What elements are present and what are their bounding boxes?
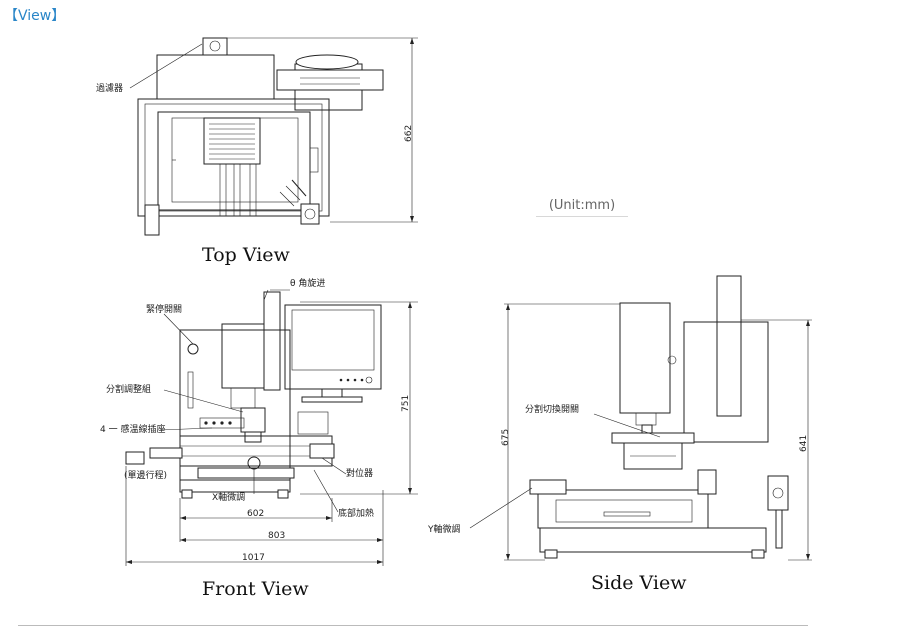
caption-front-view: Front View (202, 578, 309, 600)
front-x-knob (247, 456, 261, 470)
side-label-y-axis: Y軸微調 (427, 523, 461, 535)
front-label-emergency: 緊停開關 (146, 303, 182, 315)
front-monitor (284, 304, 382, 390)
top-right-foot (300, 203, 320, 225)
top-monitor-base (276, 69, 384, 91)
unit-note: (Unit:mm) (536, 198, 628, 217)
top-view-drawing: 662 過濾器 (96, 37, 418, 236)
front-column (263, 291, 281, 391)
side-view-drawing: 675 641 分割切換開關 Y軸微調 (427, 275, 812, 561)
front-view-drawing: 751 602 803 1017 θ 角旋进 緊停開關 分割調整組 4 一 感温… (100, 277, 418, 566)
side-side-handle (767, 475, 789, 511)
bottom-divider (18, 625, 808, 626)
front-label-split: 分割調整組 (106, 383, 151, 395)
front-label-sensor: 4 一 感温線插座 (100, 423, 165, 435)
front-label-stroke: (單邊行程) (124, 469, 167, 481)
top-dim-662: 662 (404, 125, 414, 142)
top-head-hatch (209, 123, 255, 160)
top-head (203, 117, 261, 165)
front-upper-head (221, 323, 265, 389)
front-dim-751: 751 (401, 395, 411, 412)
top-filter-knob (209, 40, 221, 52)
top-corner-hatch (291, 179, 307, 197)
front-label-x-axis: X軸微調 (212, 491, 245, 503)
top-back-housing (156, 54, 275, 100)
top-frame (137, 98, 330, 217)
side-back-housing (683, 321, 769, 443)
side-heater (623, 442, 683, 470)
front-dim-1017: 1017 (242, 553, 265, 563)
side-dim-675: 675 (501, 429, 511, 446)
side-column (716, 275, 742, 417)
side-lower-body (539, 527, 767, 553)
top-filter-label: 過濾器 (96, 82, 123, 94)
front-nozzle (240, 407, 266, 433)
front-dim-803: 803 (268, 531, 285, 541)
front-label-alignment: 對位器 (346, 467, 373, 479)
front-dim-602: 602 (247, 509, 264, 519)
front-emergency-button (187, 343, 199, 355)
caption-side-view: Side View (591, 572, 687, 594)
top-filter-leader (129, 43, 203, 89)
top-monitor-dish (295, 54, 359, 70)
top-filter-block (202, 37, 228, 56)
front-label-theta: θ 角旋进 (290, 277, 325, 289)
side-label-split-switch: 分割切換開關 (525, 403, 579, 415)
front-left-clamp (125, 451, 145, 465)
front-label-bottom-heat: 底部加熱 (338, 507, 374, 519)
top-left-foot (144, 204, 160, 236)
side-dim-641: 641 (799, 435, 809, 452)
view-header: 【View】 (4, 8, 66, 24)
side-upper-head (619, 302, 671, 414)
caption-top-view: Top View (202, 244, 290, 266)
